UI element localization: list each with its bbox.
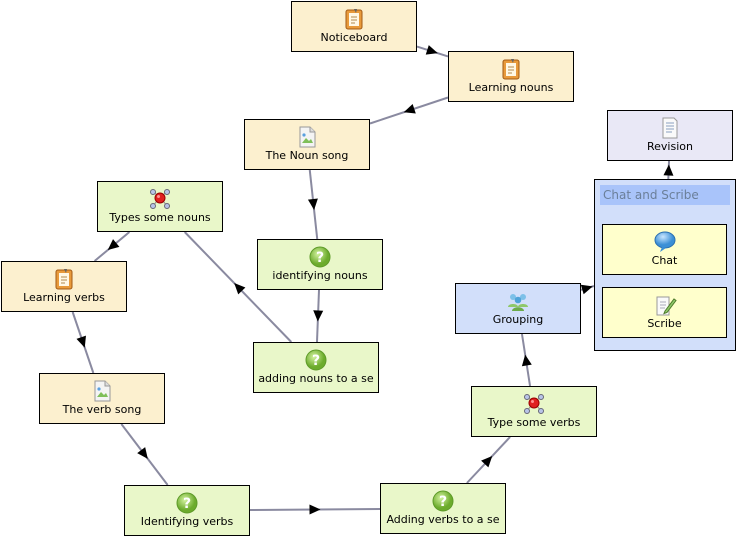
node-label: identifying nouns [272, 269, 368, 282]
node-label: Noticeboard [320, 31, 388, 44]
node-verb-song[interactable]: The verb song [39, 373, 165, 424]
group-people-icon [506, 289, 530, 313]
question-icon: ? [304, 348, 328, 372]
arrowhead-icon [307, 198, 318, 210]
node-label: Type some verbs [487, 416, 581, 429]
image-file-icon [295, 125, 319, 149]
node-identifying-verbs[interactable]: ? Identifying verbs [124, 485, 250, 536]
document-list-icon [658, 116, 682, 140]
node-chat[interactable]: Chat [602, 224, 727, 275]
arrowhead-icon [137, 447, 148, 459]
node-scribe[interactable]: Scribe [602, 287, 727, 338]
node-type-some-verbs[interactable]: Type some verbs [471, 386, 597, 437]
arrowhead-icon [234, 283, 246, 295]
question-icon: ? [431, 489, 455, 513]
node-label: The verb song [62, 403, 142, 416]
node-label: adding nouns to a se [258, 372, 374, 385]
svg-text:?: ? [439, 494, 447, 510]
question-icon: ? [175, 491, 199, 515]
arrowhead-icon [425, 45, 438, 55]
node-label: Adding verbs to a se [386, 513, 500, 526]
node-label: Revision [647, 140, 693, 153]
node-label: Learning nouns [468, 81, 554, 94]
arrowhead-icon [481, 455, 493, 468]
molecule-icon [148, 187, 172, 211]
node-grouping[interactable]: Grouping [455, 283, 581, 334]
question-icon: ? [308, 245, 332, 269]
image-file-icon [90, 379, 114, 403]
group-title: Chat and Scribe [600, 185, 730, 205]
node-label: Identifying verbs [140, 515, 234, 528]
node-adding-nouns[interactable]: ? adding nouns to a se [253, 342, 379, 393]
arrowhead-icon [107, 239, 120, 251]
node-label: Grouping [492, 313, 544, 326]
node-revision[interactable]: Revision [607, 110, 733, 161]
node-label: Learning verbs [23, 291, 105, 304]
node-noticeboard[interactable]: Noticeboard [291, 1, 417, 52]
node-learning-nouns[interactable]: Learning nouns [448, 51, 574, 102]
arrowhead-icon [76, 335, 86, 348]
notebook-icon [342, 7, 366, 31]
arrowhead-icon [313, 310, 324, 322]
svg-text:?: ? [316, 250, 324, 266]
svg-text:?: ? [312, 353, 320, 369]
node-label: Scribe [647, 317, 682, 330]
notebook-icon [499, 57, 523, 81]
node-adding-verbs[interactable]: ? Adding verbs to a se [380, 483, 506, 534]
arrowhead-icon [309, 504, 321, 515]
node-noun-song[interactable]: The Noun song [244, 119, 370, 170]
arrowhead-icon [403, 104, 416, 114]
svg-text:?: ? [183, 496, 191, 512]
node-types-some-nouns[interactable]: Types some nouns [97, 181, 223, 232]
arrowhead-icon [521, 354, 532, 367]
arrowhead-icon [580, 284, 593, 295]
speech-bubble-icon [653, 230, 677, 254]
node-identifying-nouns[interactable]: ? identifying nouns [257, 239, 383, 290]
node-learning-verbs[interactable]: Learning verbs [1, 261, 127, 312]
node-label: Types some nouns [109, 211, 211, 224]
pencil-paper-icon [653, 293, 677, 317]
arrowhead-icon [663, 164, 674, 176]
molecule-icon [522, 392, 546, 416]
node-label: The Noun song [265, 149, 349, 162]
node-label: Chat [651, 254, 678, 267]
notebook-icon [52, 267, 76, 291]
